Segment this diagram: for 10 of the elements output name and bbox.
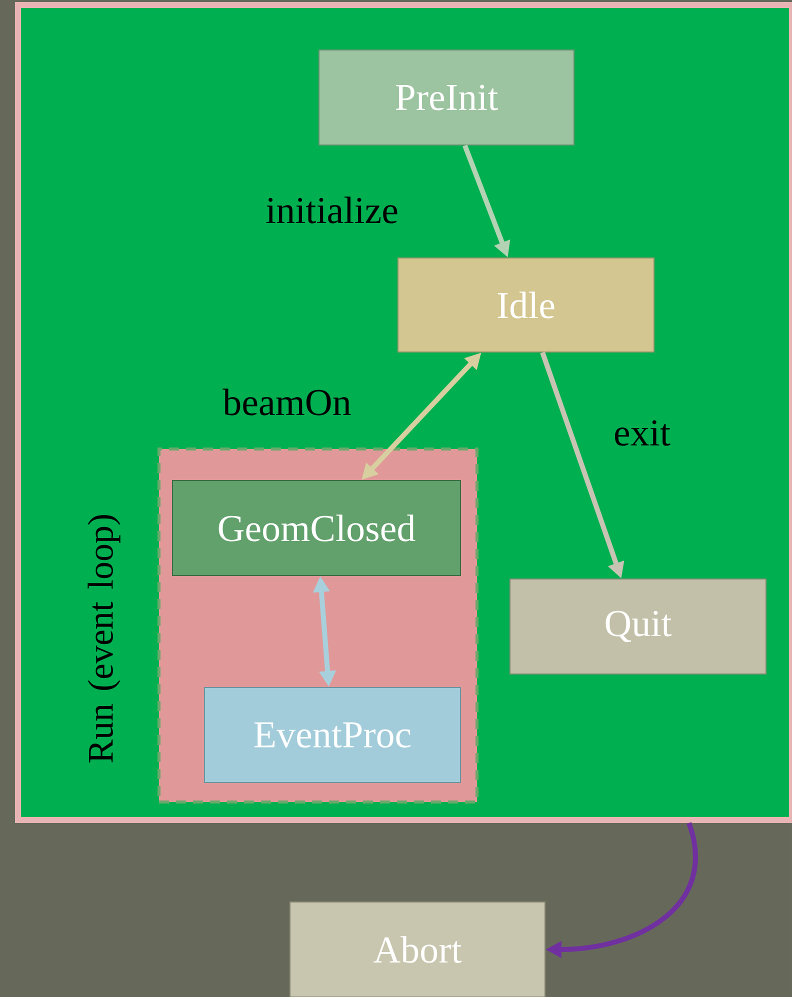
state-box: PreInit: [318, 50, 574, 146]
state-box: Quit: [510, 578, 766, 674]
edge-label: initialize: [266, 196, 398, 224]
group-heading: Run (event loop): [88, 515, 120, 762]
state-box: Idle: [398, 258, 654, 352]
edge-label: exit: [615, 420, 670, 446]
edge-label: beamOn: [222, 388, 351, 416]
state-box: EventProc: [204, 687, 461, 783]
state-box: Abort: [290, 902, 546, 997]
state-box: GeomClosed: [172, 480, 461, 576]
